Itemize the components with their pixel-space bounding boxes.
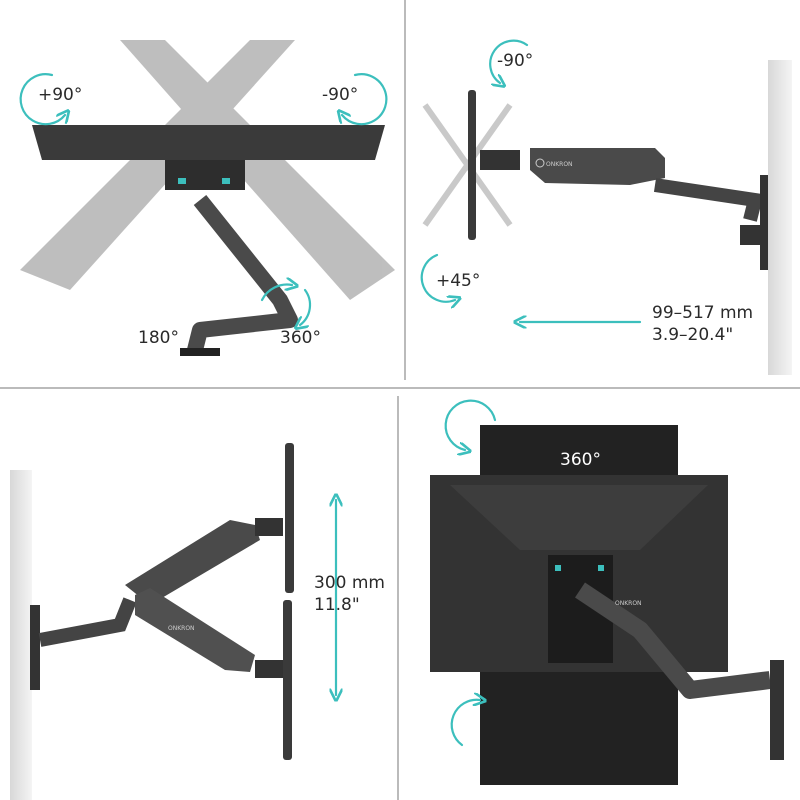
label-360: 360° [280,328,321,348]
arm-upper [125,520,260,605]
monitor-bottom [283,600,292,760]
label-plus-45: +45° [436,271,480,291]
monitor [32,125,385,160]
panel-rotation: +90° -90° 180° 360° [19,40,395,356]
brand-logo: ONKRON [546,161,573,168]
label-minus-90: -90° [322,85,358,105]
arm-lower [135,588,255,672]
label-extension-mm: 99–517 mm [652,303,753,323]
ghost-monitors [20,40,395,300]
brand-logo: ONKRON [615,600,642,607]
label-360: 360° [560,450,601,470]
label-height-in: 11.8" [314,595,360,615]
monitor [468,90,476,240]
monitor-top [285,443,294,593]
wall [10,470,32,800]
panel-height: ONKRON 300 mm 11.8" [10,443,385,800]
label-180: 180° [138,328,179,348]
wall [768,60,792,375]
brand-logo: ONKRON [168,625,195,632]
arm [187,195,298,352]
arm-upper [530,148,665,185]
label-plus-90: +90° [38,85,82,105]
panel-tilt-extension: ONKRON -90° +45° 99–517 mm 3.9–20.4" [420,39,792,375]
panel-rotate: ONKRON 360° [430,399,784,785]
label-extension-in: 3.9–20.4" [652,325,733,345]
label-minus-90: -90° [497,51,533,71]
label-height-mm: 300 mm [314,573,385,593]
